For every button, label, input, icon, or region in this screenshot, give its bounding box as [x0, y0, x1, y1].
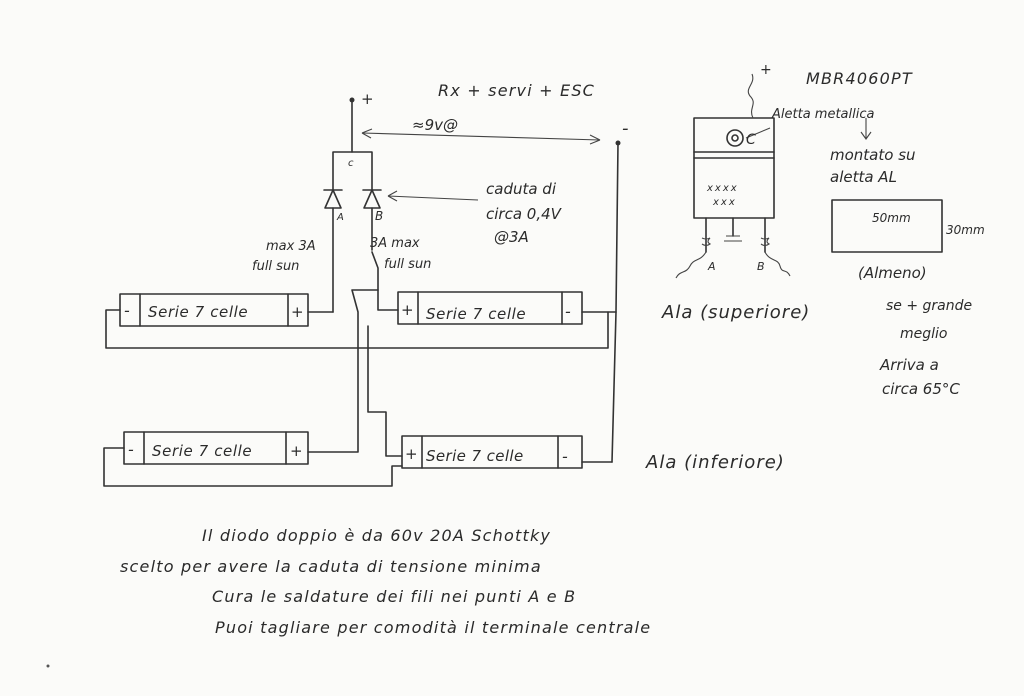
aluminium-plate — [831, 199, 943, 253]
note-line-2: scelto per avere la caduta di tensione m… — [120, 557, 542, 576]
tab-label: Aletta metallica — [771, 107, 875, 122]
panel-ur-minus: - — [565, 302, 571, 321]
negative-rail — [611, 140, 621, 463]
node-c-label: c — [348, 158, 354, 169]
right-max-line-1: 3A max — [370, 236, 420, 251]
package-marks-1: xxxx — [706, 183, 739, 194]
drop-line-3: @3A — [494, 228, 529, 246]
panel-ll-minus: - — [128, 440, 134, 459]
plate-height-label: 30mm — [946, 223, 985, 237]
diode-pair — [323, 97, 382, 313]
panel-ul-plus: + — [291, 303, 304, 321]
wing-upper-label: Ala (superiore) — [661, 302, 810, 323]
panel-lr-plus: + — [405, 445, 418, 463]
note-line-3: Cura le saldature dei fili nei punti A e… — [212, 587, 576, 606]
bigger-line-1: se + grande — [886, 298, 972, 314]
load-label: Rx + servi + ESC — [438, 81, 595, 100]
left-max-line-2: full sun — [252, 259, 299, 274]
positive-sign: + — [361, 90, 374, 108]
panel-upper-right — [371, 251, 617, 325]
note-line-1: Il diodo doppio è da 60v 20A Schottky — [202, 526, 551, 545]
panel-ll-plus: + — [290, 442, 303, 460]
package-marks-2: xxx — [712, 197, 737, 208]
plate-width-label: 50mm — [872, 211, 911, 225]
panel-ul-minus: - — [124, 301, 130, 320]
diode-b-symbol — [362, 189, 382, 209]
temp-line-1: Arriva a — [879, 356, 939, 374]
panel-ll-label: Serie 7 celle — [152, 442, 252, 460]
part-number: MBR4060PT — [806, 69, 913, 88]
panel-ur-label: Serie 7 celle — [426, 305, 526, 323]
common-cathode-wire — [332, 151, 373, 191]
panel-upper-left — [105, 293, 609, 349]
package-legs — [705, 217, 766, 253]
pin-c-label: C — [746, 132, 756, 148]
node-a-label: A — [336, 212, 344, 223]
to247-package — [675, 73, 791, 279]
diode-a-symbol — [323, 189, 343, 209]
stray-dot — [46, 664, 50, 668]
drop-line-1: caduta di — [486, 180, 557, 198]
voltage-label: ≈9v@ — [412, 116, 458, 134]
pin-a-label: A — [707, 260, 716, 273]
node-b-label: B — [375, 209, 383, 223]
panel-lower-left — [103, 289, 403, 487]
pin-b-label: B — [757, 260, 765, 273]
voltage-arrow — [361, 128, 601, 145]
panel-lower-right — [367, 325, 613, 469]
minimum-label: (Almeno) — [858, 264, 927, 282]
right-max-line-2: full sun — [384, 257, 431, 272]
panel-lr-label: Serie 7 celle — [426, 447, 524, 465]
wing-lower-label: Ala (inferiore) — [645, 452, 785, 473]
mount-line-1: montato su — [830, 146, 916, 164]
negative-sign: - — [622, 118, 629, 139]
panel-ur-plus: + — [401, 301, 414, 319]
drop-arrow — [387, 190, 479, 202]
package-top-plus: + — [760, 62, 772, 78]
panel-ul-label: Serie 7 celle — [148, 303, 248, 321]
left-max-line-1: max 3A — [266, 239, 316, 254]
tab-arrow — [860, 118, 872, 140]
drop-line-2: circa 0,4V — [486, 205, 563, 223]
panel-lr-minus: - — [562, 447, 568, 466]
bigger-line-2: meglio — [900, 326, 947, 342]
note-line-4: Puoi tagliare per comodità il terminale … — [215, 618, 651, 637]
package-top-wire — [747, 73, 754, 119]
temp-line-2: circa 65°C — [882, 380, 960, 398]
mount-line-2: aletta AL — [830, 168, 897, 186]
positive-terminal-dot — [349, 97, 355, 103]
